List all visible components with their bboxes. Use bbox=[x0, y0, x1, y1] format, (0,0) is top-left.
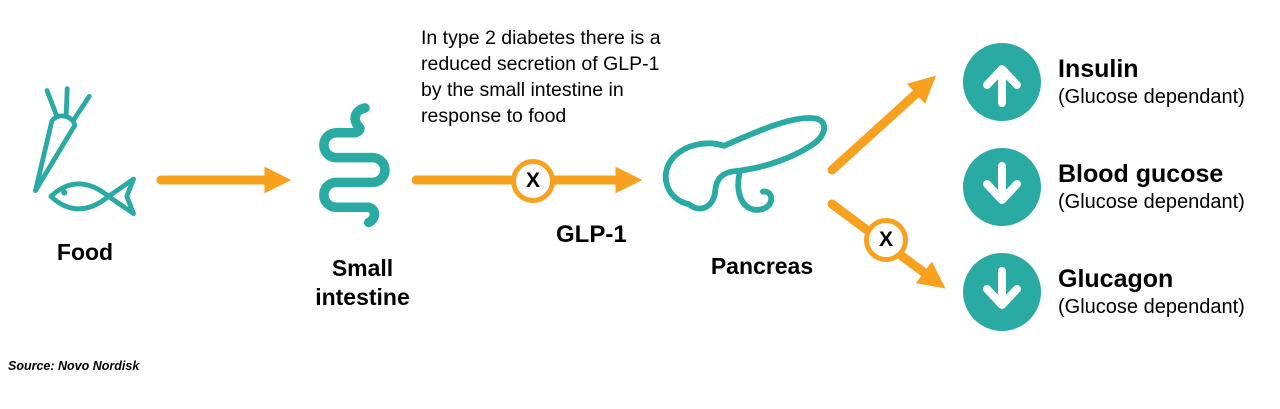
source-credit: Source: Novo Nordisk bbox=[8, 359, 140, 373]
blocked-x-icon: X bbox=[864, 218, 908, 262]
outcome-subtitle: (Glucose dependant) bbox=[1058, 296, 1245, 318]
outcome-row: Glucagon (Glucose dependant) bbox=[963, 253, 1245, 331]
fish-eye bbox=[61, 189, 68, 196]
down-arrow-icon bbox=[983, 162, 1021, 204]
outcome-title: Glucagon bbox=[1058, 265, 1174, 293]
up-arrow-icon bbox=[983, 65, 1021, 107]
annotation-text: In type 2 diabetes there is a reduced se… bbox=[421, 27, 661, 128]
outcome-title: Insulin bbox=[1058, 55, 1139, 83]
fish-icon bbox=[48, 176, 136, 217]
outcome-title: Blood gucose bbox=[1058, 160, 1224, 188]
intestine-label: Small intestine bbox=[315, 255, 410, 310]
blocked-x-icon: X bbox=[511, 159, 555, 203]
arrow-to-insulin bbox=[827, 75, 936, 175]
pancreas-icon bbox=[662, 115, 827, 213]
carrot-icon bbox=[33, 86, 92, 193]
outcome-circle bbox=[963, 253, 1041, 331]
pancreas-label: Pancreas bbox=[710, 253, 814, 279]
outcome-row: Insulin (Glucose dependant) bbox=[963, 43, 1245, 121]
outcome-circle bbox=[963, 43, 1041, 121]
outcome-text: Insulin (Glucose dependant) bbox=[1058, 54, 1245, 110]
glp1-label: GLP-1 bbox=[556, 221, 627, 248]
outcome-row: Blood gucose (Glucose dependant) bbox=[963, 148, 1245, 226]
outcome-text: Glucagon (Glucose dependant) bbox=[1058, 264, 1245, 320]
outcome-circle bbox=[963, 148, 1041, 226]
outcome-subtitle: (Glucose dependant) bbox=[1058, 191, 1245, 213]
arrow-food-to-intestine bbox=[156, 166, 292, 194]
outcome-text: Blood gucose (Glucose dependant) bbox=[1058, 159, 1245, 215]
pancreas-output-arrows bbox=[827, 75, 946, 289]
outcome-subtitle: (Glucose dependant) bbox=[1058, 86, 1245, 108]
down-arrow-icon bbox=[983, 267, 1021, 309]
food-label: Food bbox=[56, 239, 114, 265]
intestine-icon bbox=[319, 103, 390, 228]
food-icon bbox=[33, 86, 136, 217]
